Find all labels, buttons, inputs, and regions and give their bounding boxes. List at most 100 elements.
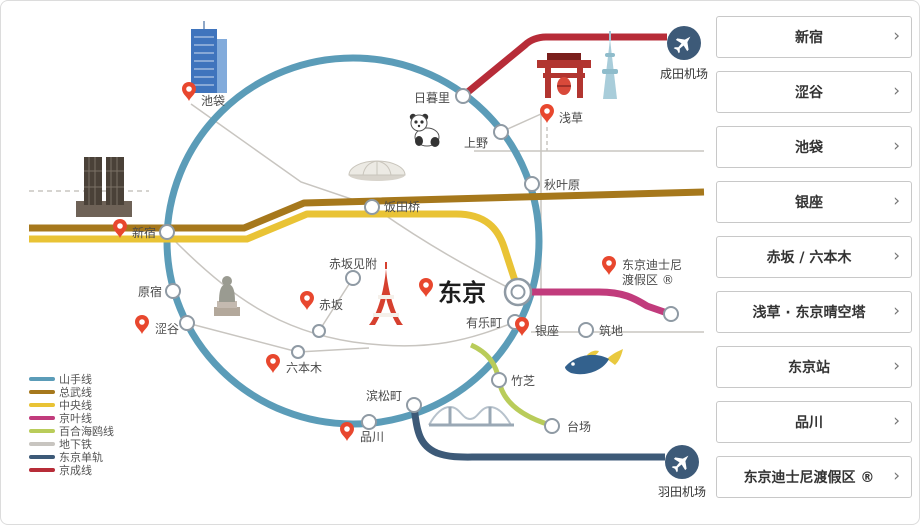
label-iidabashi: 饭田桥 (384, 200, 420, 214)
panda-leg (430, 137, 440, 147)
station-iidabashi (364, 199, 380, 215)
sidebar-item-ginza[interactable]: 银座 › (716, 181, 912, 223)
station-harajuku (165, 283, 181, 299)
fish-tail (607, 349, 623, 365)
label-tsukiji: 筑地 (599, 323, 623, 338)
sidebar-item-shinagawa[interactable]: 品川 › (716, 401, 912, 443)
pin-shinagawa (340, 422, 354, 441)
station-akihabara (524, 176, 540, 192)
sidebar-item-shibuya[interactable]: 涩谷 › (716, 71, 912, 113)
label-haneda: 羽田机场 (658, 485, 706, 499)
station-odaiba (544, 418, 560, 434)
chuo-line (29, 210, 521, 289)
pin-shibuya (135, 315, 149, 334)
tower-deck (373, 313, 399, 317)
label-akasaka-mitsuke: 赤坂见附 (329, 257, 377, 271)
legend-label-yamanote: 山手线 (59, 372, 92, 386)
sidebar-item-tokyo-station[interactable]: 东京站 › (716, 346, 912, 388)
pin-akasaka (300, 291, 314, 310)
panda-eye (420, 120, 424, 124)
sidebar-item-label: 浅草 · 东京晴空塔 (752, 305, 866, 321)
sidebar-item-label: 涩谷 (795, 85, 823, 101)
station-akasaka-mitsuke (345, 270, 361, 286)
chevron-right-icon: › (893, 356, 900, 377)
subway-segment (371, 205, 512, 290)
label-shinagawa: 品川 (360, 430, 384, 444)
station-nippori (455, 88, 471, 104)
label-odaiba: 台场 (567, 419, 591, 434)
statue-illustration (214, 276, 240, 316)
tocho-building-illustration (76, 157, 132, 217)
gate-beam (543, 73, 585, 78)
station-shinjuku (159, 224, 175, 240)
sidebar-item-ikebukuro[interactable]: 池袋 › (716, 126, 912, 168)
chevron-right-icon: › (893, 136, 900, 157)
label-takeshiba: 竹芝 (511, 373, 535, 388)
panda-leg (415, 136, 423, 146)
subway-segment (190, 103, 373, 207)
label-ueno: 上野 (464, 136, 488, 150)
narita-airport-icon: 成田机场 (660, 26, 708, 81)
sidebar-item-label: 池袋 (795, 140, 823, 156)
chevron-right-icon: › (893, 411, 900, 432)
subway-segment (318, 277, 354, 332)
panda-head (410, 114, 428, 132)
sidebar-item-akasaka-roppongi[interactable]: 赤坂 / 六本木 › (716, 236, 912, 278)
label-ginza: 银座 (535, 323, 559, 338)
panda-eye (414, 120, 418, 124)
station-takeshiba (491, 372, 507, 388)
pin-roppongi (266, 354, 280, 373)
tsukiji-fish-illustration (565, 349, 623, 375)
chevron-right-icon: › (893, 26, 900, 47)
label-yurakucho: 有乐町 (466, 316, 502, 330)
gate-roof (537, 60, 591, 68)
label-harajuku: 原宿 (138, 284, 162, 299)
station-shinagawa (361, 414, 377, 430)
chevron-right-icon: › (893, 191, 900, 212)
sidebar-item-label: 新宿 (795, 30, 823, 46)
pin-disney (602, 256, 616, 275)
label-akasaka: 赤坂 (319, 298, 343, 312)
label-nippori: 日暮里 (414, 91, 450, 105)
legend-label-yurikamome: 百合海鸥线 (59, 424, 114, 438)
building-windows (194, 36, 214, 86)
pin-tokyo (419, 278, 433, 297)
statue-head (222, 276, 232, 286)
gate-pillar (545, 68, 551, 98)
monorail-line (410, 406, 665, 461)
sidebar-item-disney-resort[interactable]: 东京迪士尼渡假区 ® › (716, 456, 912, 498)
rainbow-bridge-illustration (428, 405, 514, 427)
sidebar-item-shinjuku[interactable]: 新宿 › (716, 16, 912, 58)
label-disney-line1: 东京迪士尼 (622, 258, 682, 272)
tokyo-tower-illustration (369, 262, 403, 325)
subway-segment (166, 232, 516, 347)
station-tokyo-inner (510, 284, 526, 300)
sidebar-item-label: 银座 (795, 195, 823, 211)
station-shibuya (179, 315, 195, 331)
ikebukuro-building-illustration (191, 21, 227, 93)
keisei-line (460, 33, 667, 99)
sidebar-item-asakusa-skytree[interactable]: 浅草 · 东京晴空塔 › (716, 291, 912, 333)
tokyo-dome-illustration (348, 160, 406, 181)
legend-label-chuo: 中央线 (59, 398, 92, 412)
statue-body (219, 284, 235, 302)
sidebar-item-label: 东京迪士尼渡假区 ® (743, 470, 875, 486)
pin-ikebukuro (182, 82, 196, 101)
gate-ridge (547, 53, 581, 60)
panda-nose (417, 124, 421, 128)
skytree-deck (605, 53, 615, 57)
chevron-right-icon: › (893, 466, 900, 487)
station-ueno (493, 124, 509, 140)
sobu-line (29, 188, 705, 232)
legend-label-keisei: 京成线 (59, 463, 92, 477)
label-hamamatsucho: 滨松町 (366, 388, 402, 403)
fish-eye (571, 362, 575, 366)
statue-pedestal (217, 301, 237, 308)
bridge-cables (428, 405, 512, 426)
station-hamamatsucho (406, 397, 422, 413)
building-tower (84, 157, 102, 205)
label-asakusa: 浅草 (559, 111, 583, 125)
label-shinjuku: 新宿 (132, 225, 156, 240)
chevron-right-icon: › (893, 81, 900, 102)
legend-label-sobu: 总武线 (59, 385, 92, 399)
